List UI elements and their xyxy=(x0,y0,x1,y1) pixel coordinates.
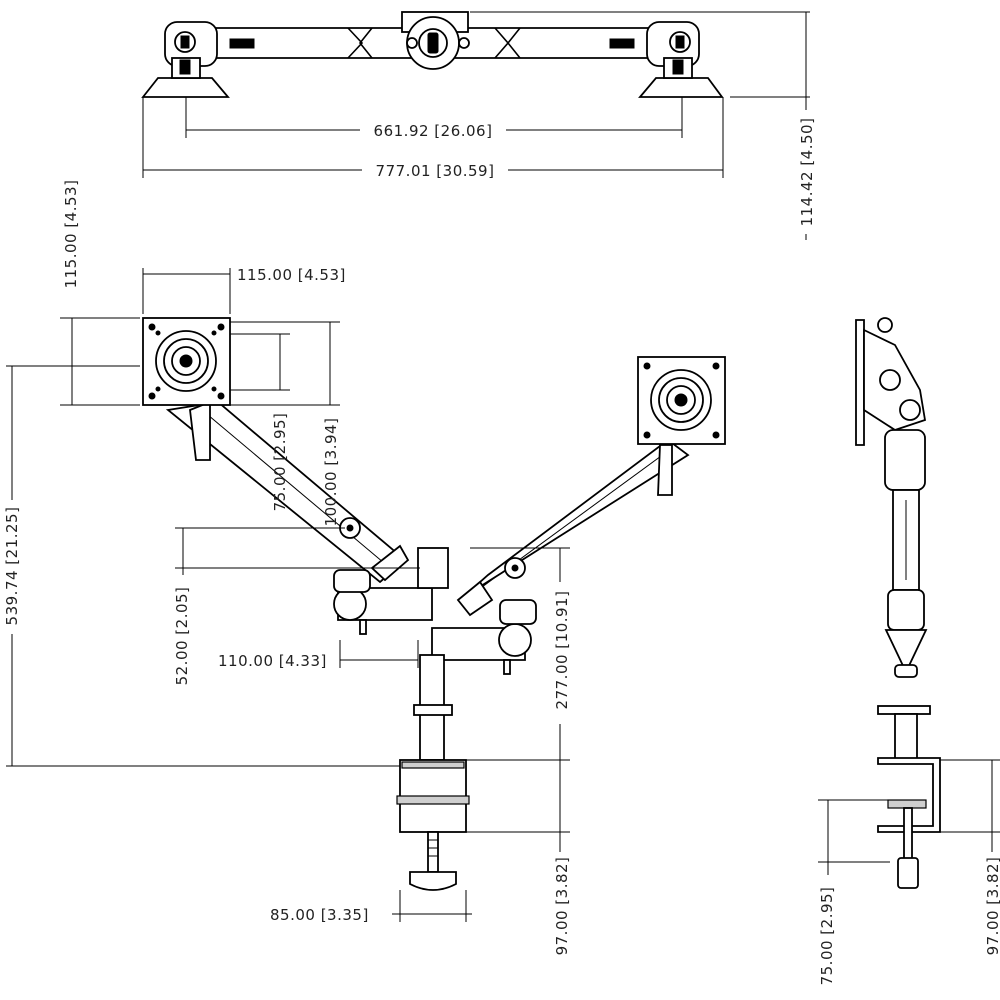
dim-clamp-width: 85.00 [3.35] xyxy=(270,906,369,924)
right-arm-bracket xyxy=(657,444,673,496)
dim-vesa-100: 100.00 [3.94] xyxy=(322,418,340,527)
dim-plate-height: 115.00 [4.53] xyxy=(62,180,80,289)
pole-collar xyxy=(413,704,453,716)
top-hub-knob xyxy=(427,32,439,54)
top-view xyxy=(141,11,724,98)
left-sleeve xyxy=(347,27,373,59)
side-plate xyxy=(855,319,865,446)
clamp-pad xyxy=(409,871,457,891)
dim-vesa-75: 75.00 [2.95] xyxy=(271,413,289,512)
left-arm-bracket xyxy=(189,400,211,461)
dim-overall-height: 539.74 [21.25] xyxy=(3,507,21,626)
dim-clamp-depth-side: 97.00 [3.82] xyxy=(984,857,1000,956)
side-pole xyxy=(894,713,918,761)
clamp-screw xyxy=(427,831,439,873)
right-arm-end xyxy=(456,580,494,617)
dim-top-view-height: 114.42 [4.50] xyxy=(798,118,816,227)
dim-arm-reach: 110.00 [4.33] xyxy=(218,652,327,670)
dim-clamp-depth-front: 97.00 [3.82] xyxy=(553,857,571,956)
right-elbow xyxy=(498,623,532,657)
side-elbow xyxy=(884,629,928,675)
pole-top xyxy=(417,547,449,589)
side-view xyxy=(855,317,941,889)
side-clamp-pad xyxy=(897,857,919,889)
right-sleeve xyxy=(494,27,521,59)
right-base-pad xyxy=(638,77,724,98)
dim-arm-offset: 52.00 [2.05] xyxy=(173,587,191,686)
dim-mount-spacing: 661.92 [26.06] xyxy=(374,122,493,140)
clamp-plate xyxy=(396,795,470,805)
side-arm-joint xyxy=(884,429,926,491)
right-slot xyxy=(609,38,635,49)
dim-overall-width: 777.01 [30.59] xyxy=(376,162,495,180)
dimension-labels: 661.92 [26.06] 777.01 [30.59] 114.42 [4.… xyxy=(2,110,1000,992)
front-view-dimensions xyxy=(6,268,570,960)
dim-arm-height: 277.00 [10.91] xyxy=(553,591,571,710)
side-collar xyxy=(877,705,931,715)
left-arm-end xyxy=(370,544,410,582)
side-clamp xyxy=(877,757,941,833)
dim-plate-width: 115.00 [4.53] xyxy=(237,266,346,284)
left-base-pad xyxy=(141,77,230,98)
front-view xyxy=(142,317,726,891)
dim-clamp-screw: 75.00 [2.95] xyxy=(818,887,836,986)
left-slot xyxy=(229,38,255,49)
